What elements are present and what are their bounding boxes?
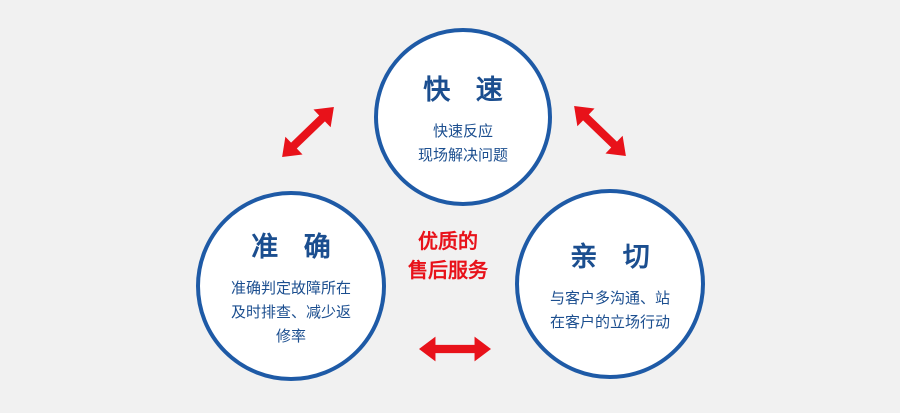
center-label: 优质的 售后服务 [408, 229, 488, 282]
circle-accurate: 准 确 准确判定故障所在 及时排查、减少返 修率 [196, 191, 386, 381]
circle-kind-desc: 与客户多沟通、站 在客户的立场行动 [549, 288, 670, 331]
circle-kind: 亲 切 与客户多沟通、站 在客户的立场行动 [515, 189, 705, 379]
circle-accurate-desc: 准确判定故障所在 及时排查、减少返 修率 [230, 278, 351, 345]
circle-kind-title: 亲 切 [570, 241, 658, 273]
double-arrow-icon-right [565, 97, 635, 166]
double-arrow-icon-bottom [419, 336, 491, 362]
circle-fast: 快 速 快速反应 现场解决问题 [374, 28, 552, 206]
circle-fast-desc: 快速反应 现场解决问题 [417, 121, 508, 164]
circle-fast-title: 快 速 [423, 74, 511, 106]
circle-accurate-title: 准 确 [251, 231, 339, 263]
double-arrow-icon-left [273, 98, 343, 167]
